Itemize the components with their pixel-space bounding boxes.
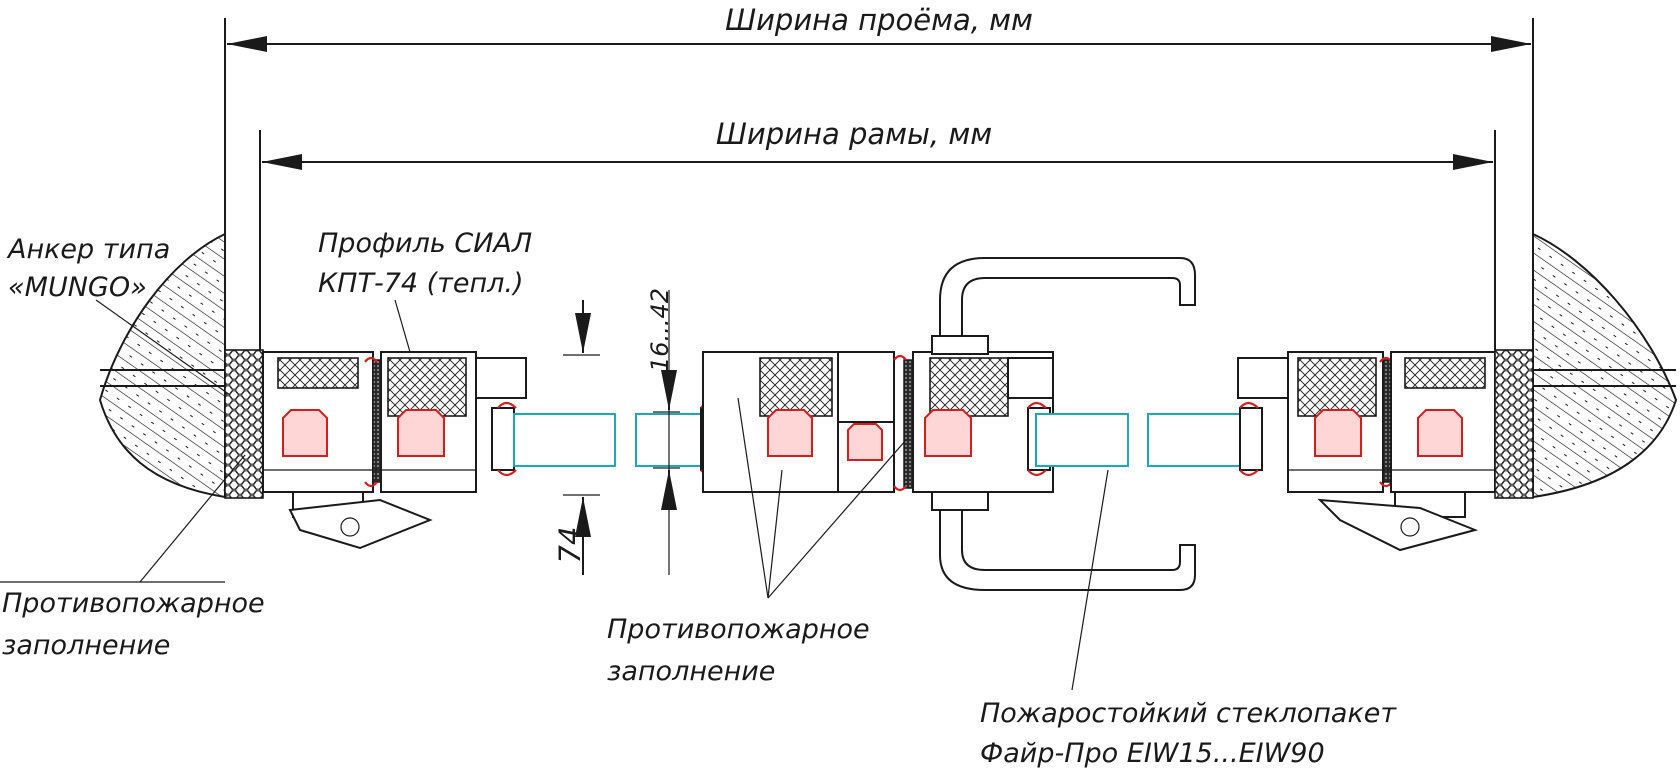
frame-right — [1237, 349, 1534, 552]
opening-width-label: Ширина проёма, мм — [725, 3, 1033, 37]
door-handle — [931, 257, 1196, 591]
fire-filling-left-label-line2: заполнение — [2, 630, 170, 661]
profile-depth-value: 74 — [553, 527, 587, 564]
profile-label-line2: КПТ-74 (тепл.) — [318, 268, 524, 299]
fire-filling-left-gap — [224, 349, 264, 499]
fire-filling-center-label-line1: Противопожарное — [607, 614, 870, 645]
dimension-opening-width: Ширина проёма, мм — [224, 3, 1534, 240]
dimension-profile-depth: 74 — [553, 300, 600, 575]
fire-filling-right-gap — [1494, 349, 1534, 499]
anchor-label-line2: «MUNGO» — [8, 272, 147, 303]
leaf-center — [700, 351, 1054, 493]
dimension-frame-width: Ширина рамы, мм — [259, 117, 1496, 350]
fire-filling-right-frame — [1382, 359, 1392, 483]
frame-width-label: Ширина рамы, мм — [716, 117, 992, 151]
fire-filling-left-label-line1: Противопожарное — [2, 588, 265, 619]
wall-left — [98, 232, 226, 499]
fire-filling-left-frame — [372, 359, 382, 483]
profile-label-line1: Профиль СИАЛ — [318, 228, 532, 259]
leader-lines — [0, 299, 1109, 691]
glass-unit-label-line2: Файр-Про EIW15...EIW90 — [980, 738, 1325, 769]
fire-filling-center-label-line2: заполнение — [607, 656, 775, 687]
dimension-glass-thickness: 16...42 — [646, 288, 680, 575]
glass-unit-right — [1027, 401, 1263, 477]
glass-unit-left — [491, 401, 729, 477]
glass-thickness-value: 16...42 — [646, 288, 674, 372]
glass-unit-label-line1: Пожаростойкий стеклопакет — [980, 698, 1397, 729]
wall-right — [1532, 232, 1678, 499]
frame-left — [224, 349, 527, 550]
fire-filling-center — [903, 359, 914, 489]
anchor-label-line1: Анкер типа — [6, 234, 170, 265]
